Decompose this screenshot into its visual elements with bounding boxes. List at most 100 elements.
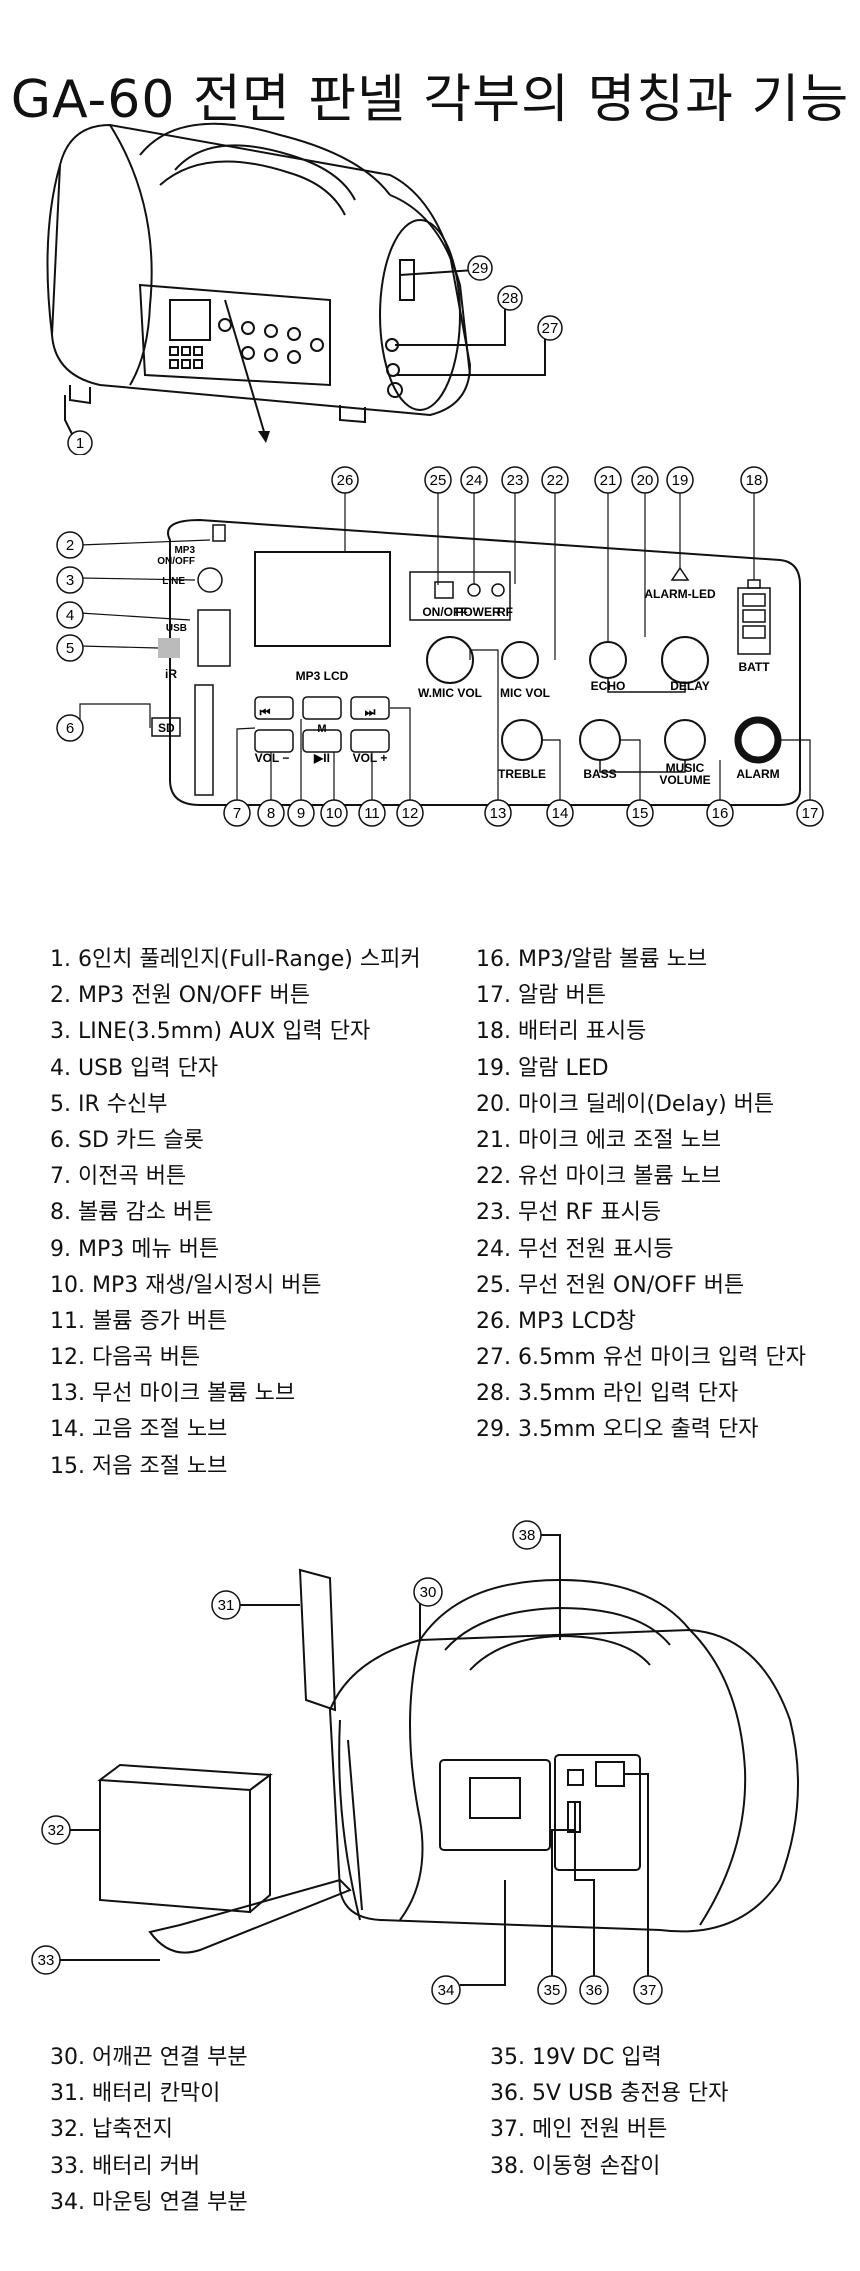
ir-sensor	[158, 638, 180, 658]
wmic-vol-knob	[426, 636, 474, 684]
callout-23: 23	[507, 472, 524, 489]
list-item: 11. 볼륨 증가 버튼	[50, 1308, 228, 1334]
list-item: 16. MP3/알람 볼륨 노브	[476, 947, 708, 972]
list-item: 21. 마이크 에코 조절 노브	[476, 1127, 722, 1153]
wireless-power-led	[467, 583, 481, 597]
list-item: 6. SD 카드 슬롯	[50, 1127, 204, 1153]
callout-14: 14	[552, 805, 569, 822]
callout-9: 9	[297, 805, 305, 822]
vol-plus-button	[350, 729, 390, 753]
list-item: 12. 다음곡 버튼	[50, 1345, 201, 1371]
list-item: 25. 무선 전원 ON/OFF 버튼	[476, 1272, 745, 1298]
callout-29: 29	[472, 260, 489, 277]
callout-36: 36	[586, 1982, 603, 1999]
callout-26: 26	[337, 472, 354, 489]
list-item: 5. IR 수신부	[50, 1091, 168, 1117]
mic-vol-knob	[501, 641, 539, 679]
callout-6: 6	[66, 720, 74, 737]
wireless-rf-led	[491, 583, 505, 597]
parts-list-bottom-left: 30. 어깨끈 연결 부분 31. 배터리 칸막이 32. 납축전지 33. 배…	[50, 2040, 248, 2221]
list-item: 2. MP3 전원 ON/OFF 버튼	[50, 983, 310, 1009]
label-echo: ECHO	[591, 679, 626, 693]
music-volume-knob	[664, 719, 706, 761]
menu-button	[302, 696, 342, 720]
label-mp3-lcd: MP3 LCD	[296, 669, 349, 683]
list-item: 36. 5V USB 충전용 단자	[490, 2081, 729, 2107]
callout-16: 16	[712, 805, 729, 822]
callout-10: 10	[326, 805, 343, 822]
next-button	[350, 696, 390, 720]
list-item: 13. 무선 마이크 볼륨 노브	[50, 1381, 296, 1407]
callout-3: 3	[66, 572, 74, 589]
list-item: 10. MP3 재생/일시정시 버튼	[50, 1272, 322, 1298]
echo-knob	[589, 641, 627, 679]
callout-18: 18	[746, 472, 763, 489]
callout-28: 28	[502, 290, 519, 307]
list-item: 30. 어깨끈 연결 부분	[50, 2045, 248, 2070]
callout-20: 20	[637, 472, 654, 489]
list-item: 38. 이동형 손잡이	[490, 2153, 661, 2179]
label-bass: BASS	[583, 767, 616, 781]
label-volume: VOLUME	[659, 773, 710, 787]
label-vol-plus: VOL +	[353, 751, 388, 765]
label-next: ⏭	[365, 705, 376, 719]
label-mp3-onoff: ON/OFF	[157, 556, 195, 567]
list-item: 27. 6.5mm 유선 마이크 입력 단자	[476, 1345, 806, 1371]
list-item: 19. 알람 LED	[476, 1055, 609, 1081]
speaker-rear-illustration: 38 30 31 32 33 34 35 36 37	[31, 1520, 799, 2005]
list-item: 31. 배터리 칸막이	[50, 2081, 221, 2107]
callout-31: 31	[218, 1597, 235, 1614]
alarm-button	[734, 716, 782, 764]
list-item: 24. 무선 전원 표시등	[476, 1236, 674, 1262]
list-item: 18. 배터리 표시등	[476, 1019, 647, 1045]
callout-21: 21	[600, 472, 617, 489]
wireless-onoff-button	[434, 581, 454, 599]
mp3-lcd-screen	[254, 551, 391, 647]
list-item: 9. MP3 메뉴 버튼	[50, 1236, 220, 1262]
list-item: 32. 납축전지	[50, 2117, 173, 2143]
label-onoff: ON/OFF	[422, 605, 467, 619]
callout-24: 24	[466, 472, 483, 489]
label-power: POWER	[455, 605, 501, 619]
label-line: LINE	[162, 576, 185, 587]
list-item: 23. 무선 RF 표시등	[476, 1200, 662, 1226]
list-item: 35. 19V DC 입력	[490, 2045, 662, 2070]
label-alarm-led: ALARM-LED	[644, 587, 716, 601]
list-item: 29. 3.5mm 오디오 출력 단자	[476, 1417, 759, 1443]
label-mp3: MP3	[174, 545, 195, 556]
label-mic-vol: MIC VOL	[500, 686, 550, 700]
parts-list-right: 16. MP3/알람 볼륨 노브 17. 알람 버튼 18. 배터리 표시등 1…	[476, 942, 806, 1449]
sd-slot	[151, 717, 181, 737]
list-item: 14. 고음 조절 노브	[50, 1417, 228, 1443]
treble-knob	[501, 719, 543, 761]
callout-33: 33	[38, 1952, 55, 1969]
list-item: 7. 이전곡 버튼	[50, 1164, 187, 1190]
label-play-pause: ▶II	[313, 751, 330, 765]
label-usb: USB	[166, 623, 187, 634]
callout-27: 27	[542, 320, 559, 337]
mp3-switch	[212, 524, 226, 542]
list-item: 34. 마운팅 연결 부분	[50, 2189, 248, 2215]
callout-12: 12	[402, 805, 419, 822]
battery-indicator	[737, 579, 771, 655]
play-pause-button	[302, 729, 342, 753]
list-item: 28. 3.5mm 라인 입력 단자	[476, 1381, 739, 1407]
callout-17: 17	[802, 805, 819, 822]
callout-37: 37	[640, 1982, 657, 1999]
list-item: 3. LINE(3.5mm) AUX 입력 단자	[50, 1019, 371, 1045]
bass-knob	[579, 719, 621, 761]
list-item: 17. 알람 버튼	[476, 983, 606, 1009]
parts-list-left: 1. 6인치 풀레인지(Full-Range) 스피커 2. MP3 전원 ON…	[50, 942, 421, 1485]
list-item: 4. USB 입력 단자	[50, 1055, 219, 1081]
page-title: GA-60 전면 판넬 각부의 명칭과 기능	[10, 69, 850, 130]
callout-35: 35	[544, 1982, 561, 1999]
callout-11: 11	[364, 805, 380, 822]
callout-22: 22	[547, 472, 564, 489]
prev-button	[254, 696, 294, 720]
label-wmic-vol: W.MIC VOL	[418, 686, 482, 700]
panel-outline	[167, 518, 801, 806]
callout-32: 32	[48, 1822, 65, 1839]
label-treble: TREBLE	[498, 767, 546, 781]
speaker-front-illustration: 1 29 28 27	[46, 122, 563, 455]
label-rf: RF	[497, 605, 513, 619]
